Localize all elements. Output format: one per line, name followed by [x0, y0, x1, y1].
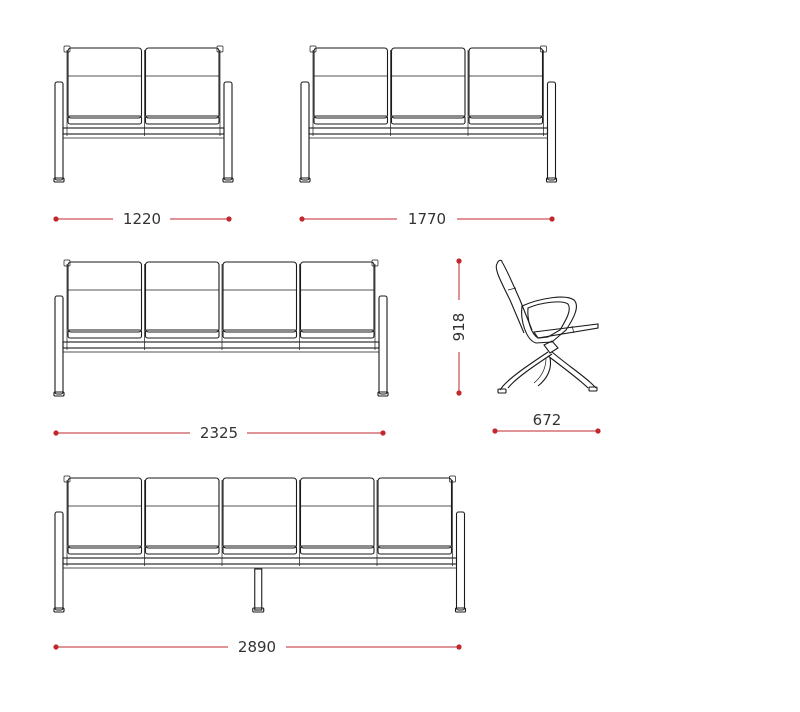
dimension-label-2325: 2325: [200, 424, 238, 442]
bench-arm-post-right: [378, 295, 388, 395]
bench-seat-back: [299, 261, 375, 333]
bench-foot: [53, 177, 65, 183]
bench-arm-post-left: [54, 295, 64, 395]
bench-beam: [62, 127, 225, 135]
bench-seat-back: [67, 477, 143, 549]
bench-seat-back: [222, 477, 298, 549]
bench-seat-cushion: [67, 329, 143, 339]
dimension-width-2-seat: 1220: [53, 210, 232, 228]
bench-seat-back: [144, 261, 220, 333]
bench-seat-cushion: [144, 329, 220, 339]
bench-foot: [222, 177, 234, 183]
dimension-label-918: 918: [450, 313, 468, 342]
bench-foot: [545, 177, 558, 183]
bench-foot: [377, 391, 389, 397]
dimension-label-1770: 1770: [408, 210, 446, 228]
bench-seat-back: [144, 47, 220, 119]
bench-3-seat-front-view: [299, 45, 558, 183]
bench-seat-back: [299, 477, 375, 549]
bench-post-cap: [63, 475, 71, 483]
bench-2-seat-front-view: [53, 45, 234, 183]
bench-arm-post-left: [54, 511, 64, 611]
dimension-width-4-seat: 2325: [53, 424, 386, 442]
dimension-depth: 672: [492, 411, 601, 434]
dimension-label-672: 672: [533, 411, 562, 429]
bench-beam: [62, 341, 380, 349]
bench-foot: [252, 607, 265, 613]
dimension-width-3-seat: 1770: [299, 210, 555, 228]
dimension-label-1220: 1220: [123, 210, 161, 228]
bench-beam: [308, 127, 549, 135]
bench-post-cap: [371, 259, 379, 267]
bench-center-leg: [254, 568, 263, 611]
bench-seat-back: [390, 47, 466, 119]
bench-seat-back: [144, 477, 220, 549]
bench-arm-post-left: [54, 81, 64, 181]
chair-side-view: [495, 259, 599, 394]
dimension-width-5-seat: 2890: [53, 638, 462, 656]
bench-foot: [454, 607, 467, 613]
bench-seat-cushion: [313, 115, 389, 125]
bench-seat-cushion: [299, 545, 375, 555]
bench-post-cap: [540, 45, 547, 53]
bench-seat-cushion: [144, 115, 220, 125]
bench-seat-cushion: [299, 329, 375, 339]
bench-seat-cushion: [390, 115, 466, 125]
dimension-height: 918: [450, 258, 468, 396]
bench-seat-cushion: [144, 545, 220, 555]
bench-arm-post-right: [455, 511, 466, 611]
bench-seat-back: [313, 47, 389, 119]
bench-seat-cushion: [222, 545, 298, 555]
bench-post-cap: [216, 45, 224, 53]
bench-beam: [62, 557, 458, 565]
bench-4-seat-front-view: [53, 259, 389, 397]
dimension-label-2890: 2890: [238, 638, 276, 656]
bench-foot: [299, 177, 311, 183]
bench-seat-cushion: [67, 115, 143, 125]
bench-seat-back: [222, 261, 298, 333]
bench-arm-post-right: [223, 81, 233, 181]
bench-post-cap: [309, 45, 317, 53]
bench-arm-post-right: [546, 81, 557, 181]
bench-post-cap: [449, 475, 456, 483]
bench-foot: [53, 391, 65, 397]
bench-seat-back: [67, 47, 143, 119]
bench-seat-back: [67, 261, 143, 333]
bench-post-cap: [63, 259, 71, 267]
bench-5-seat-front-view: [53, 475, 467, 613]
bench-seat-back: [377, 477, 453, 549]
bench-foot: [53, 607, 65, 613]
bench-post-cap: [63, 45, 71, 53]
bench-seat-cushion: [468, 115, 544, 125]
bench-arm-post-left: [300, 81, 310, 181]
bench-seat-cushion: [222, 329, 298, 339]
bench-seat-cushion: [377, 545, 453, 555]
bench-seat-back: [468, 47, 544, 119]
bench-seat-cushion: [67, 545, 143, 555]
